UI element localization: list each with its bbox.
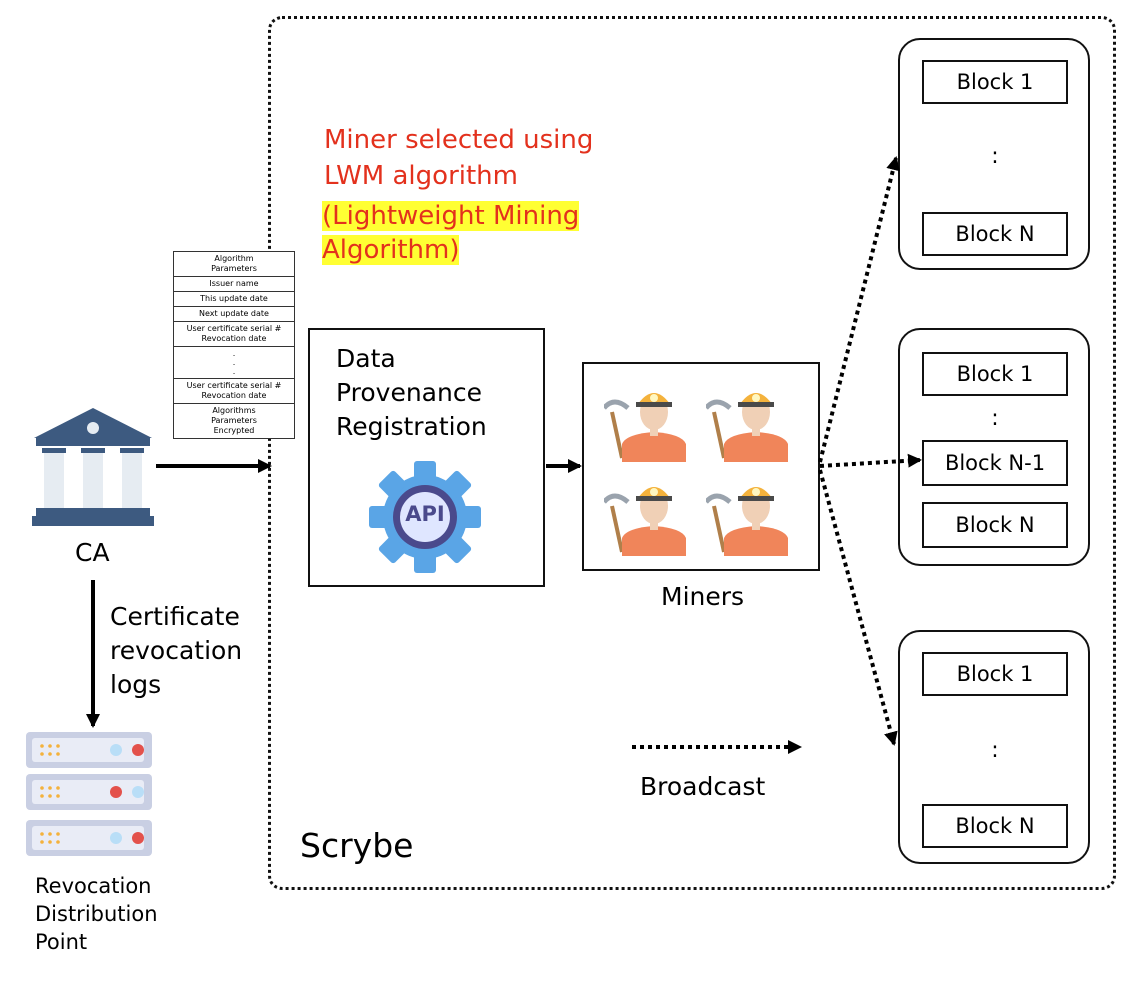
block-n: Block N: [922, 212, 1068, 256]
broadcast-arrow-chain-3: [818, 469, 898, 746]
api-label: API: [405, 502, 445, 526]
certificate-revocation-logs-label: Certificate revocation logs: [110, 602, 243, 699]
scrybe-system-label: Scrybe: [300, 826, 414, 865]
data-provenance-registration-box: Data Provenance Registration API: [308, 328, 545, 587]
broadcast-legend-label: Broadcast: [640, 772, 766, 801]
crl-row: Algorithm Parameters: [174, 252, 294, 277]
server-icon: [26, 728, 164, 862]
ellipsis-dots: :: [991, 144, 999, 169]
miner-avatar: [602, 378, 686, 466]
crl-row: Next update date: [174, 307, 294, 322]
blockchain-node-3: Block 1 : Block N: [898, 630, 1090, 864]
miners-label: Miners: [661, 582, 745, 611]
crl-row: This update date: [174, 292, 294, 307]
blockchain-node-2: Block 1 : Block N-1 Block N: [898, 328, 1090, 566]
lwm-expansion-highlight: (Lightweight Mining Algorithm): [322, 201, 580, 265]
crl-row: User certificate serial # Revocation dat…: [174, 379, 294, 404]
crl-row: . . .: [174, 347, 294, 379]
ellipsis-dots: :: [991, 406, 999, 431]
dpr-title: Data Provenance Registration: [336, 344, 487, 441]
crl-row: Issuer name: [174, 277, 294, 292]
block-1: Block 1: [922, 352, 1068, 396]
miner-selection-note: Miner selected using LWM algorithm: [324, 125, 594, 191]
block-n-minus-1: Block N-1: [922, 440, 1068, 486]
block-1: Block 1: [922, 60, 1068, 104]
miner-avatar: [602, 472, 686, 560]
crl-structure-table: Algorithm Parameters Issuer name This up…: [173, 251, 295, 439]
crl-row: User certificate serial # Revocation dat…: [174, 322, 294, 347]
broadcast-arrow-chain-1: [818, 156, 900, 463]
block-n: Block N: [922, 502, 1068, 548]
broadcast-arrow-chain-2: [819, 453, 922, 468]
api-gear-icon: API: [368, 460, 482, 574]
block-1: Block 1: [922, 652, 1068, 696]
ca-bank-icon: [32, 408, 154, 528]
revocation-distribution-point-label: Revocation Distribution Point: [35, 874, 158, 954]
miners-box: [582, 362, 820, 571]
scrybe-boundary: [268, 16, 1116, 890]
blockchain-node-1: Block 1 : Block N: [898, 38, 1090, 270]
miner-avatar: [704, 472, 788, 560]
miner-avatar: [704, 378, 788, 466]
block-n: Block N: [922, 804, 1068, 848]
ellipsis-dots: :: [991, 738, 999, 763]
crl-row: Algorithms Parameters Encrypted: [211, 406, 257, 435]
ca-label: CA: [75, 538, 110, 567]
